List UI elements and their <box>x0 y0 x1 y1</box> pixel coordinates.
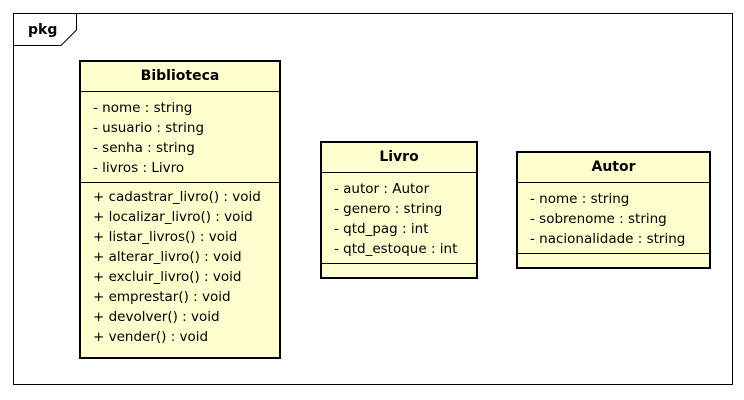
package-label: pkg <box>28 22 58 38</box>
class-autor-name: Autor <box>591 159 636 175</box>
operation: + localizar_livro() : void <box>93 209 253 225</box>
class-livro-name: Livro <box>379 149 419 165</box>
attribute: - qtd_estoque : int <box>334 241 458 257</box>
class-biblioteca[interactable]: Biblioteca - nome : string - usuario : s… <box>79 60 281 359</box>
operation: + emprestar() : void <box>93 289 231 305</box>
class-autor-attributes: - nome : string - sobrenome : string - n… <box>518 182 709 253</box>
attribute: - nome : string <box>530 191 630 207</box>
attribute: - usuario : string <box>93 120 205 136</box>
operation: + alterar_livro() : void <box>93 249 242 265</box>
class-autor[interactable]: Autor - nome : string - sobrenome : stri… <box>516 151 711 269</box>
operation: + excluir_livro() : void <box>93 269 242 285</box>
class-autor-operations <box>518 253 709 266</box>
package-tab <box>13 13 77 46</box>
operation: + devolver() : void <box>93 309 220 325</box>
attribute: - autor : Autor <box>334 181 430 197</box>
class-biblioteca-name: Biblioteca <box>140 68 220 84</box>
class-livro[interactable]: Livro - autor : Autor - genero : string … <box>320 141 478 279</box>
class-livro-attributes: - autor : Autor - genero : string - qtd_… <box>322 172 476 263</box>
class-livro-operations <box>322 263 476 276</box>
operation: + vender() : void <box>93 329 209 345</box>
attribute: - genero : string <box>334 201 443 217</box>
attribute: - livros : Livro <box>93 160 185 176</box>
class-biblioteca-attributes: - nome : string - usuario : string - sen… <box>81 91 279 182</box>
class-biblioteca-operations: + cadastrar_livro() : void + localizar_l… <box>81 182 279 351</box>
attribute: - senha : string <box>93 140 195 156</box>
operation: + cadastrar_livro() : void <box>93 189 261 205</box>
operation: + listar_livros() : void <box>93 229 238 245</box>
attribute: - nome : string <box>93 100 193 116</box>
attribute: - sobrenome : string <box>530 211 667 227</box>
attribute: - nacionalidade : string <box>530 231 686 247</box>
attribute: - qtd_pag : int <box>334 221 429 237</box>
